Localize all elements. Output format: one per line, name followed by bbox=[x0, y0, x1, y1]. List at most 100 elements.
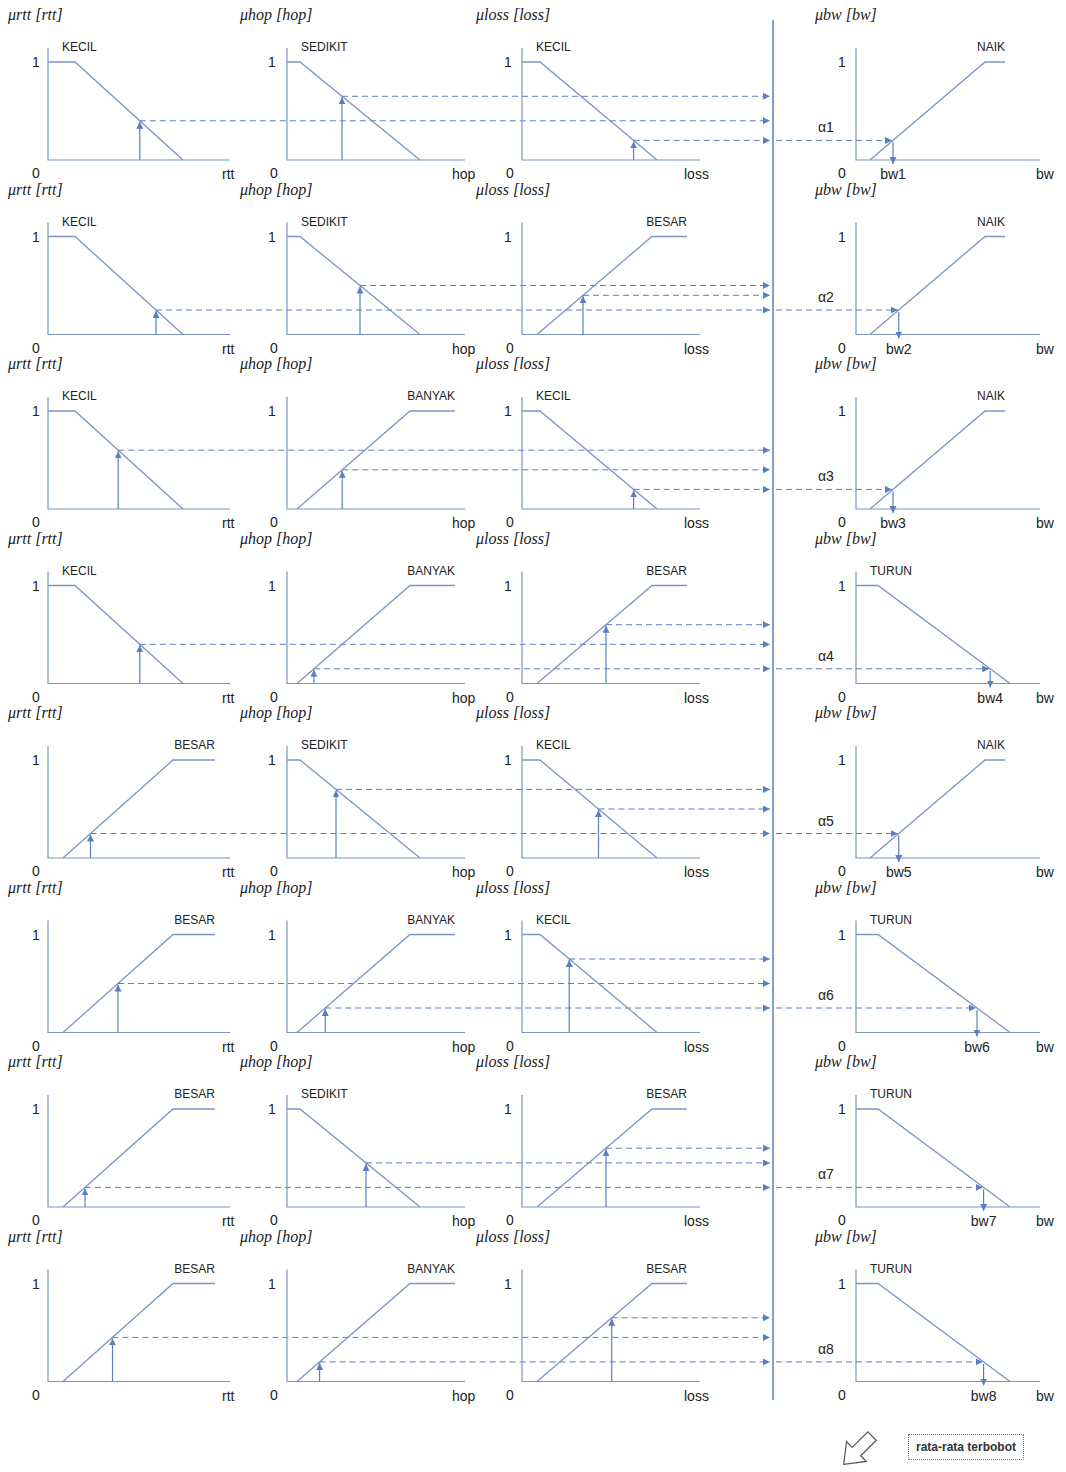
tick-label: 1 bbox=[268, 1102, 276, 1116]
projection-line bbox=[113, 1337, 771, 1338]
input-arrow bbox=[313, 670, 314, 684]
tick-label: 0 bbox=[506, 864, 514, 878]
tick-label: 0 bbox=[838, 864, 846, 878]
input-arrow bbox=[605, 1149, 606, 1207]
set-label: KECIL bbox=[536, 739, 571, 751]
tick-label: 0 bbox=[270, 515, 278, 529]
chart-axis bbox=[522, 1270, 700, 1382]
tick-label: 1 bbox=[32, 404, 40, 418]
chart-axis bbox=[856, 1270, 1040, 1382]
set-label: NAIK bbox=[977, 739, 1005, 751]
output-label: bw3 bbox=[880, 516, 906, 530]
axis-title: μrtt [rtt] bbox=[8, 1229, 63, 1245]
tick-label: 1 bbox=[504, 230, 512, 244]
alpha-line bbox=[776, 489, 892, 490]
axis-label: rtt bbox=[222, 167, 234, 181]
input-arrow bbox=[84, 1188, 85, 1207]
input-arrow bbox=[605, 626, 606, 684]
input-arrow bbox=[335, 790, 336, 858]
set-label: BESAR bbox=[174, 1263, 215, 1275]
axis-title: μbw [bw] bbox=[815, 356, 877, 372]
output-arrow bbox=[898, 312, 899, 339]
membership-curve bbox=[870, 237, 1005, 335]
projection-line bbox=[634, 140, 770, 141]
chart-axis bbox=[48, 223, 230, 335]
chart-axis bbox=[287, 572, 465, 684]
alpha-line bbox=[776, 140, 892, 141]
tick-label: 1 bbox=[32, 579, 40, 593]
output-label: bw4 bbox=[977, 691, 1003, 705]
rule-row bbox=[48, 223, 1040, 339]
alpha-line bbox=[776, 310, 898, 311]
tick-label: 1 bbox=[32, 753, 40, 767]
chart-axis bbox=[522, 223, 700, 335]
axis-label: hop bbox=[452, 167, 475, 181]
input-arrow bbox=[325, 1009, 326, 1033]
axis-label: rtt bbox=[222, 865, 234, 879]
set-label: BESAR bbox=[646, 1263, 687, 1275]
tick-label: 0 bbox=[270, 1213, 278, 1227]
tick-label: 1 bbox=[504, 55, 512, 69]
set-label: BESAR bbox=[646, 1088, 687, 1100]
set-label: BESAR bbox=[174, 1088, 215, 1100]
membership-curve bbox=[522, 62, 657, 160]
projection-line bbox=[118, 450, 770, 451]
axis-label: bw bbox=[1036, 865, 1054, 879]
membership-curve bbox=[297, 411, 455, 509]
membership-curve bbox=[537, 237, 687, 335]
chart-axis bbox=[856, 572, 1040, 684]
rule-row bbox=[48, 48, 1040, 164]
axis-title: μbw [bw] bbox=[815, 182, 877, 198]
axis-title: μhop [hop] bbox=[240, 1229, 312, 1245]
tick-label: 1 bbox=[838, 404, 846, 418]
tick-label: 0 bbox=[506, 1039, 514, 1053]
axis-label: hop bbox=[452, 865, 475, 879]
chart-axis bbox=[522, 746, 700, 858]
alpha-line bbox=[776, 833, 898, 834]
axis-title: μhop [hop] bbox=[240, 531, 312, 547]
axis-title: μhop [hop] bbox=[240, 7, 312, 23]
set-label: BANYAK bbox=[407, 390, 455, 402]
chart-axis bbox=[287, 397, 465, 509]
input-arrow bbox=[341, 97, 342, 160]
chart-axis bbox=[856, 746, 1040, 858]
axis-title: μrtt [rtt] bbox=[8, 1054, 63, 1070]
set-label: TURUN bbox=[870, 1263, 912, 1275]
membership-curve bbox=[297, 1284, 455, 1382]
axis-title: μrtt [rtt] bbox=[8, 531, 63, 547]
chart-axis bbox=[48, 1095, 230, 1207]
projection-line bbox=[320, 1361, 770, 1362]
input-arrow bbox=[117, 985, 118, 1033]
axis-title: μbw [bw] bbox=[815, 705, 877, 721]
tick-label: 1 bbox=[32, 55, 40, 69]
tick-label: 0 bbox=[838, 1388, 846, 1402]
set-label: SEDIKIT bbox=[301, 739, 348, 751]
axis-title: μloss [loss] bbox=[476, 1054, 550, 1070]
tick-label: 0 bbox=[506, 166, 514, 180]
output-arrow bbox=[898, 836, 899, 863]
tick-label: 0 bbox=[838, 690, 846, 704]
rule-row bbox=[48, 397, 1040, 513]
axis-title: μrtt [rtt] bbox=[8, 356, 63, 372]
tick-label: 1 bbox=[268, 753, 276, 767]
set-label: SEDIKIT bbox=[301, 216, 348, 228]
set-label: KECIL bbox=[536, 41, 571, 53]
tick-label: 1 bbox=[268, 55, 276, 69]
projection-line bbox=[325, 1008, 770, 1009]
tick-label: 0 bbox=[270, 864, 278, 878]
tick-label: 0 bbox=[838, 515, 846, 529]
result-box: rata-rata terbobot bbox=[908, 1434, 1024, 1460]
input-arrow bbox=[139, 122, 140, 160]
alpha-label: α7 bbox=[818, 1167, 834, 1181]
alpha-label: α1 bbox=[818, 120, 834, 134]
tick-label: 1 bbox=[838, 753, 846, 767]
tick-label: 1 bbox=[838, 579, 846, 593]
axis-label: loss bbox=[684, 1040, 709, 1054]
membership-curve bbox=[48, 237, 183, 335]
axis-title: μrtt [rtt] bbox=[8, 880, 63, 896]
membership-curve bbox=[63, 1284, 215, 1382]
projection-line bbox=[342, 469, 770, 470]
input-arrow bbox=[112, 1338, 113, 1381]
tick-label: 1 bbox=[32, 1277, 40, 1291]
